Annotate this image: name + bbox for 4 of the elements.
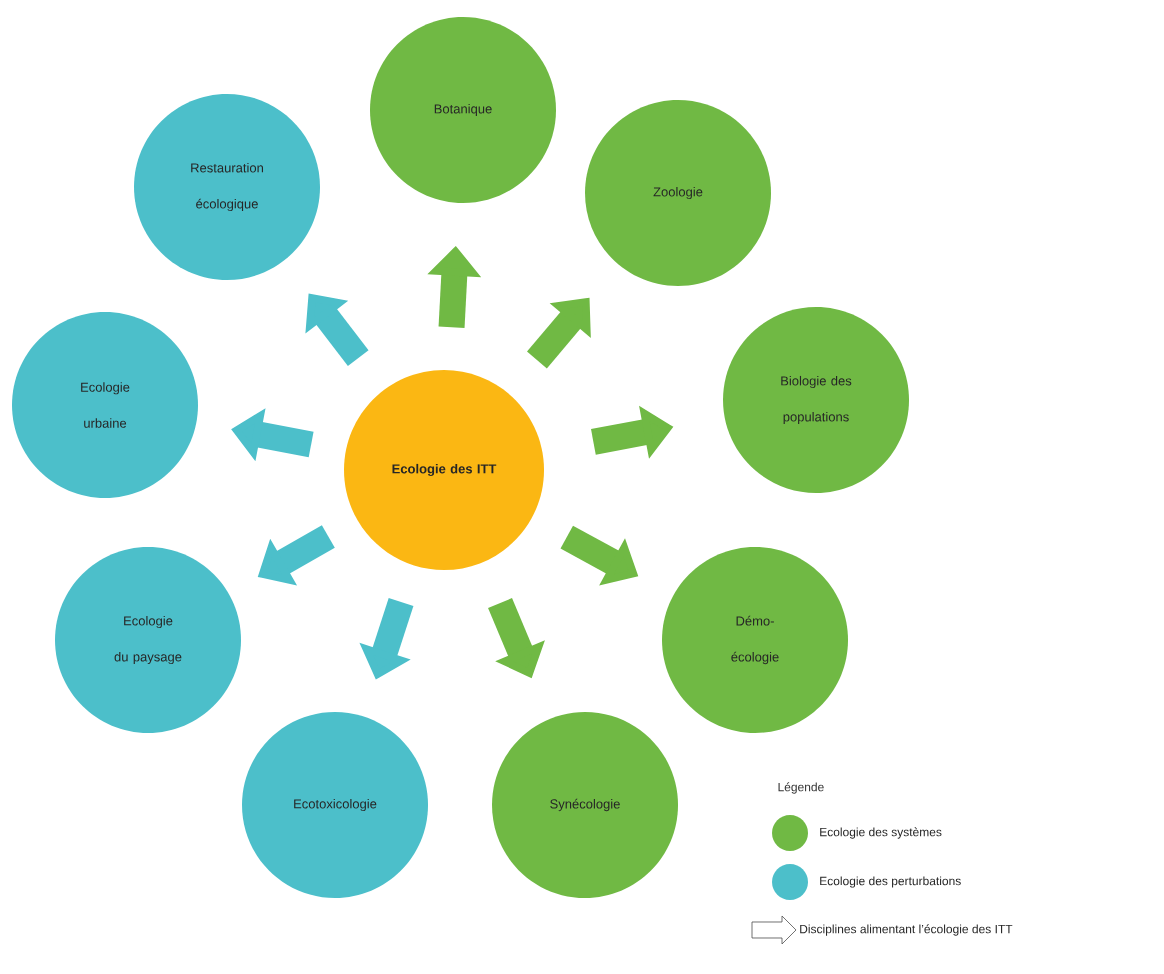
legend-title: Légende [778,782,824,794]
legend-text: Disciplines alimentant l’écologie des ITT [800,924,1013,936]
legend-text: Ecologie des perturbations [820,876,961,888]
legend-text: Ecologie des systèmes [820,827,942,839]
